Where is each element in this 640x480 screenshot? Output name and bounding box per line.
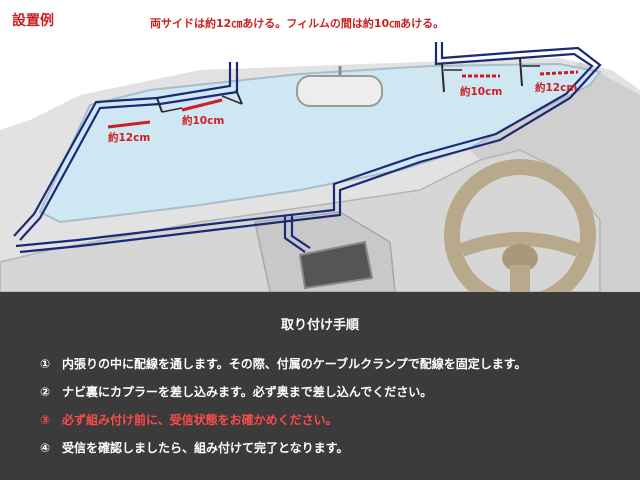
step-text: 内張りの中に配線を通します。その際、付属のケーブルクランプで配線を固定します。 <box>62 357 527 371</box>
measurement-bar-left-gap <box>181 98 223 112</box>
measurement-left-side: 約12cm <box>108 132 151 144</box>
cable-route-left <box>13 62 239 241</box>
measurement-bar-left-side <box>107 120 151 129</box>
step-text: 受信を確認しましたら、組み付けて完了となります。 <box>62 441 349 455</box>
film-antenna-right-1 <box>441 63 445 93</box>
measurement-right-side: 約12cm <box>535 82 578 94</box>
spacing-note: 両サイドは約12㎝あける。フィルムの間は約10㎝あける。 <box>150 17 445 30</box>
film-antenna-right-2 <box>519 57 523 87</box>
procedure-steps: ① 内張りの中に配線を通します。その際、付属のケーブルクランプで配線を固定します。… <box>40 350 527 462</box>
step-number: ③ <box>40 413 51 427</box>
step-text: 必ず組み付け前に、受信状態をお確かめください。 <box>62 413 338 427</box>
cable-to-navi-2 <box>290 215 311 249</box>
example-label: 設置例 <box>12 13 54 29</box>
film-antenna-left-2-wire <box>221 95 243 105</box>
measurement-bar-right-side <box>539 70 579 76</box>
film-antenna-left-1-wire <box>161 107 183 113</box>
step-number: ② <box>40 385 51 399</box>
procedure-panel: 取り付け手順 ① 内張りの中に配線を通します。その際、付属のケーブルクランプで配線… <box>0 292 640 480</box>
film-antenna-left-1 <box>156 97 163 113</box>
installation-diagram: 設置例 両サイドは約12㎝あける。フィルムの間は約10㎝あける。 約12cm 約… <box>0 13 640 292</box>
car-interior-illustration <box>0 42 640 292</box>
measurement-right-gap: 約10cm <box>460 86 503 98</box>
procedure-step-1: ① 内張りの中に配線を通します。その際、付属のケーブルクランプで配線を固定します。 <box>40 350 527 378</box>
procedure-step-3-warning: ③ 必ず組み付け前に、受信状態をお確かめください。 <box>40 406 527 434</box>
procedure-step-2: ② ナビ裏にカプラーを差し込みます。必ず奥まで差し込んでください。 <box>40 378 527 406</box>
windshield <box>38 62 602 224</box>
step-text: ナビ裏にカプラーを差し込みます。必ず奥まで差し込んでください。 <box>62 385 433 399</box>
film-antenna-left-2 <box>235 89 243 105</box>
procedure-title: 取り付け手順 <box>280 318 359 333</box>
cable-to-navi <box>283 215 306 253</box>
steering-wheel <box>444 159 596 292</box>
navigation-unit <box>298 240 374 290</box>
step-number: ① <box>40 357 51 371</box>
procedure-step-4: ④ 受信を確認しましたら、組み付けて完了となります。 <box>40 434 527 462</box>
rearview-mirror <box>296 75 383 107</box>
step-number: ④ <box>40 441 51 455</box>
measurement-left-gap: 約10cm <box>182 115 225 127</box>
